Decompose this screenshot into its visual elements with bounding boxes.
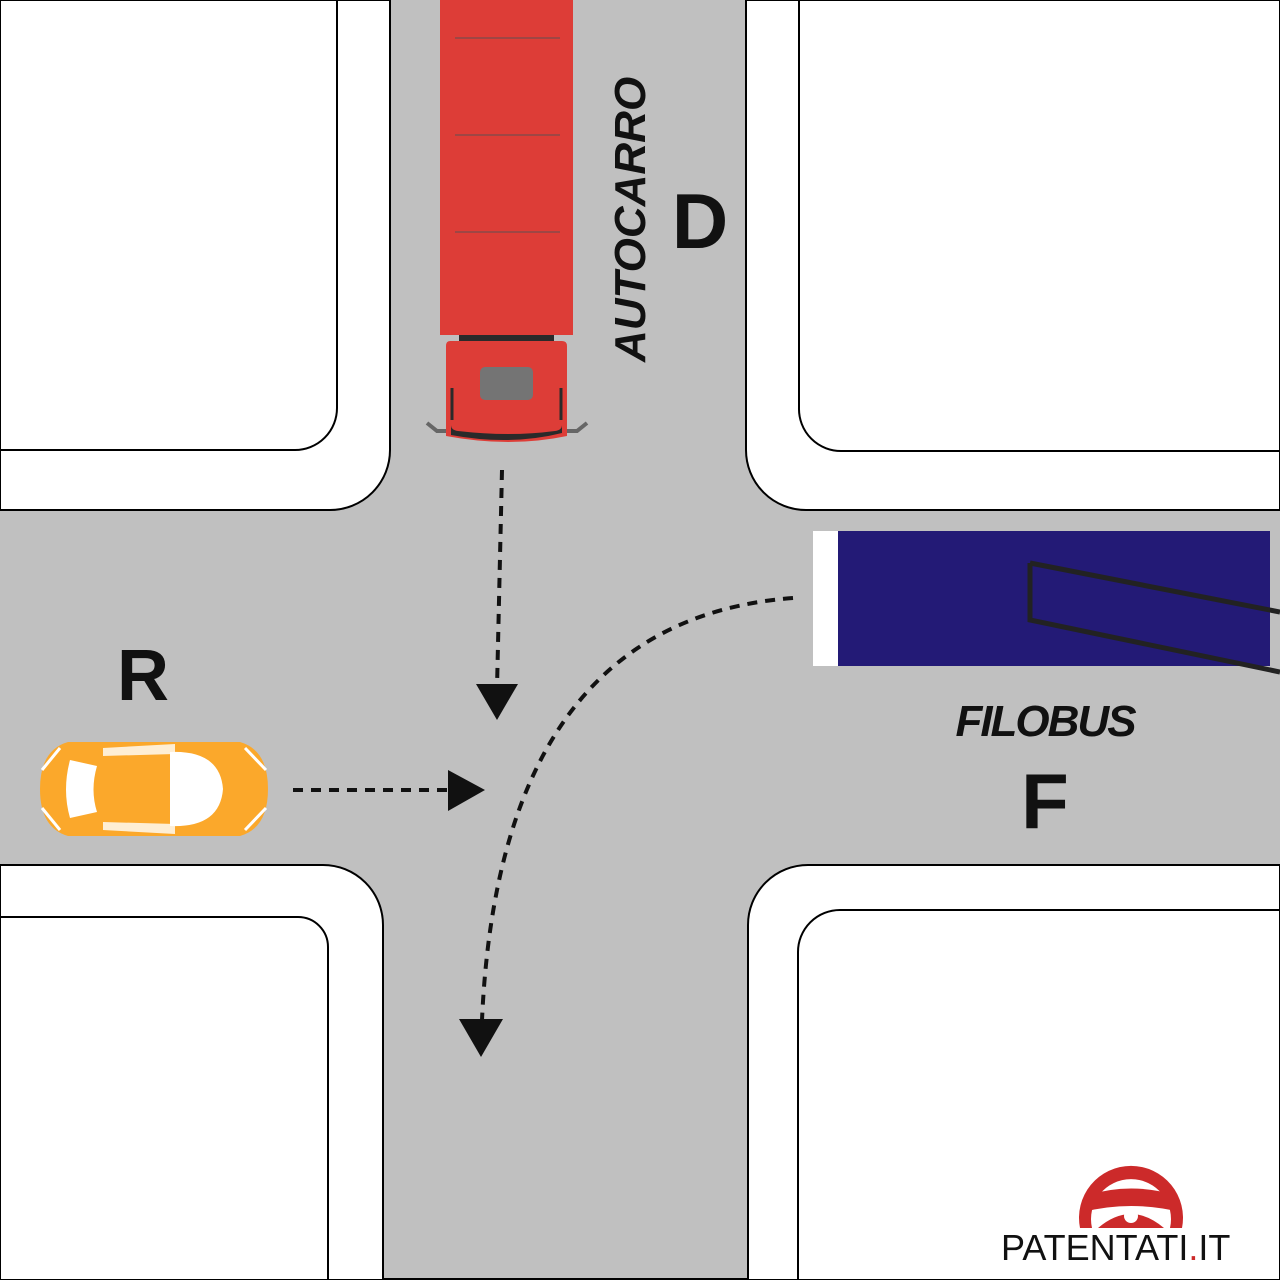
car-r (40, 742, 268, 836)
block-top-right (746, 0, 1280, 510)
trolleybus-filobus (813, 531, 1280, 672)
block-top-left (0, 0, 390, 510)
truck-letter-label: D (672, 177, 728, 265)
block-bottom-left (0, 865, 383, 1280)
logo-text: PATENTATI.IT (1001, 1227, 1230, 1268)
trolleybus-name-label: FILOBUS (955, 697, 1136, 746)
trolleybus-letter-label: F (1021, 757, 1069, 845)
truck-autocarro (427, 0, 587, 442)
truck-name-label: AUTOCARRO (606, 77, 655, 363)
block-bottom-right (748, 865, 1280, 1280)
car-letter-label: R (117, 636, 169, 716)
